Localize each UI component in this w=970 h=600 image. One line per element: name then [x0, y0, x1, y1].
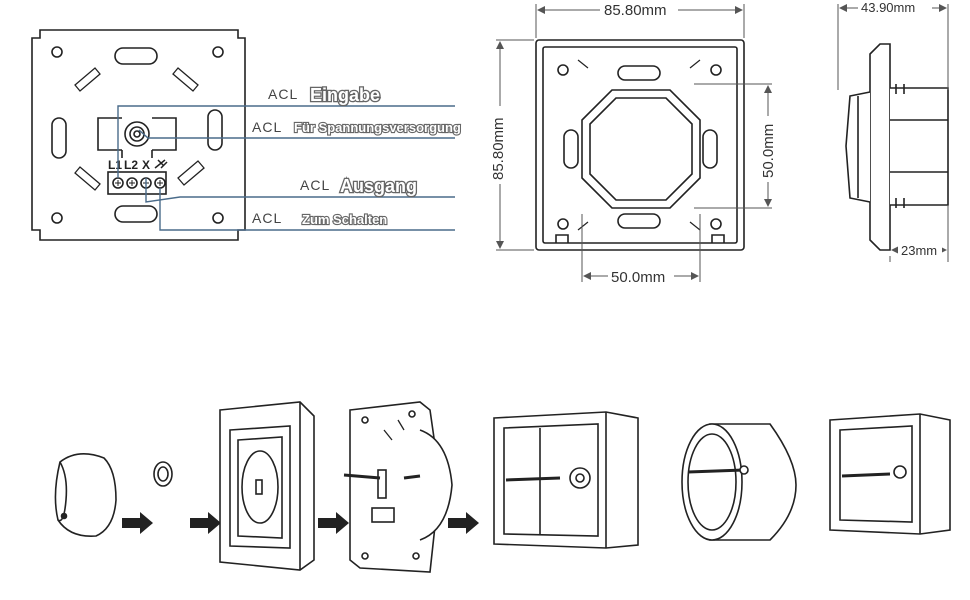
knob-icon	[54, 453, 117, 537]
wiring-labels: ACL Eingabe ACL Für Spannungsversorgung …	[252, 84, 462, 228]
assembly-arrows	[122, 512, 479, 534]
dim-bg-bottom	[608, 268, 674, 286]
terminal-x: X	[142, 158, 150, 172]
wall-box-icon	[493, 411, 639, 549]
side-dim-bg-2	[898, 242, 942, 258]
label-ausgang: Ausgang	[340, 176, 417, 196]
dim-inner-width-label: 50.0mm	[611, 269, 665, 286]
nut-icon	[153, 461, 173, 487]
cover-frame-icon	[219, 401, 315, 571]
dim-side-depth-label: 23mm	[901, 243, 937, 258]
front-view	[535, 39, 745, 251]
label-eingabe: Eingabe	[310, 85, 380, 105]
terminal-labels: L1 L2 X	[108, 158, 168, 172]
ac-label-1: ACL	[268, 86, 298, 102]
label-zum-schalten: Zum Schalten	[302, 212, 387, 227]
side-dim-bg	[858, 0, 932, 16]
dim-inner-height-label: 50.0mm	[760, 124, 777, 178]
dim-side-width-label: 43.90mm	[861, 0, 915, 15]
side-view	[845, 43, 949, 251]
terminal-l2: L2	[124, 158, 138, 172]
dim-bg-top	[600, 0, 678, 18]
ac-label-2: ACL	[252, 119, 282, 135]
terminal-l1: L1	[108, 158, 122, 172]
wiring-plate	[31, 29, 246, 241]
dim-width-label: 85.80mm	[604, 2, 667, 19]
square-box-icon	[829, 413, 951, 535]
wiring-leader-lines	[117, 105, 455, 231]
label-spannungsversorgung: Für Spannungsversorgung	[294, 120, 461, 135]
dimmer-module-icon	[343, 401, 453, 573]
ac-label-4: ACL	[252, 210, 282, 226]
dim-height-label: 85.80mm	[490, 117, 507, 180]
dimmer-symbol-icon	[154, 159, 168, 169]
round-box-icon	[681, 423, 797, 541]
ac-label-3: ACL	[300, 177, 330, 193]
